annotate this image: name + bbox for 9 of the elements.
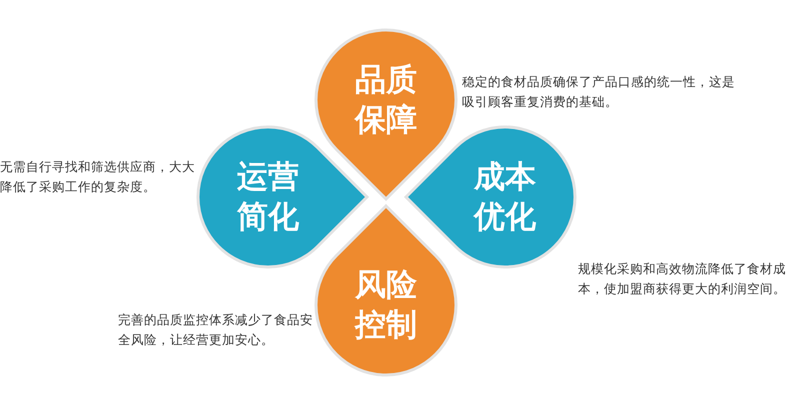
description-text: 规模化采购和高效物流降低了食材成本，使加盟商获得更大的利润空间。 [578, 260, 787, 298]
petal-shape [316, 206, 456, 375]
petal-title: 风险控制 [353, 266, 418, 345]
description-text: 完善的品质监控体系减少了食品安全风险，让经营更加安心。 [118, 311, 313, 349]
petal-title: 品质保障 [353, 61, 418, 140]
description-text: 无需自行寻找和筛选供应商，大大降低了采购工作的复杂度。 [0, 158, 195, 196]
petal-title: 运营简化 [236, 158, 300, 237]
petal-title: 成本优化 [472, 158, 537, 237]
description-text: 稳定的食材品质确保了产品口感的统一性，这是吸引顾客重复消费的基础。 [462, 73, 736, 111]
